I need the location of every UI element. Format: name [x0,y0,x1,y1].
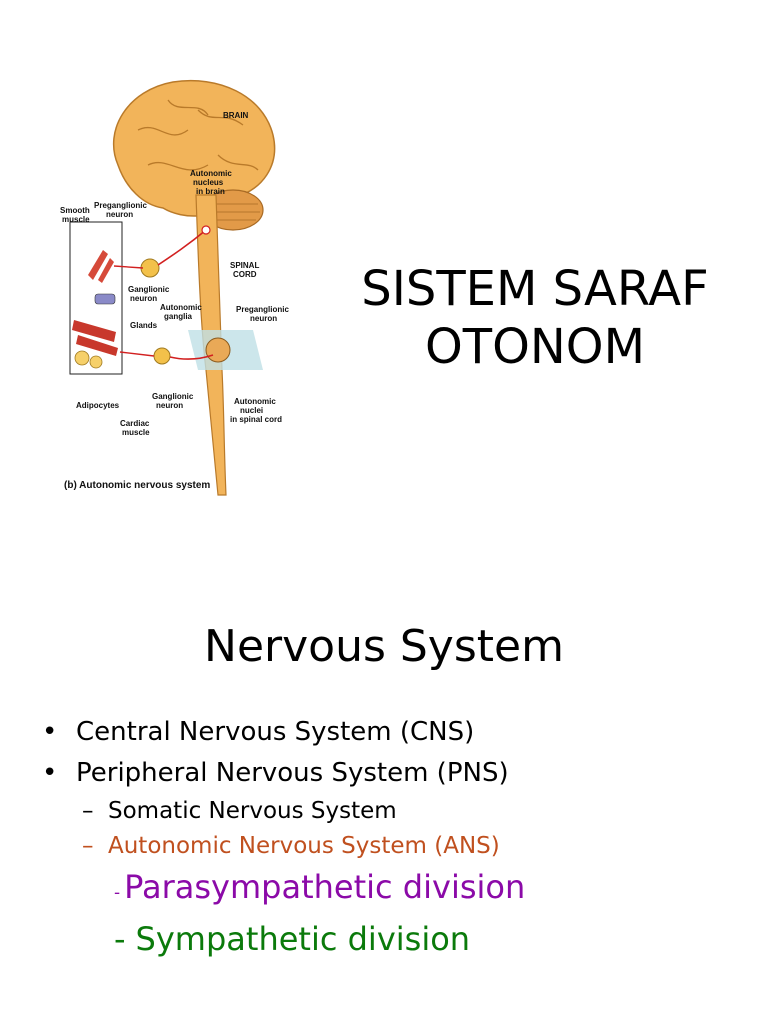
division-parasympathetic: -Parasympathetic division [42,864,742,916]
division-text: Parasympathetic division [124,868,526,906]
label-preganglionic-right-2: neuron [250,314,277,323]
label-autonomic-ganglia-1: Autonomic [160,303,202,312]
sub-bullet-autonomic: – Autonomic Nervous System (ANS) [42,829,742,864]
label-cardiac-muscle-2: muscle [122,428,150,437]
title-line-2: OTONOM [425,319,645,376]
sub-bullet-dash: – [82,833,94,859]
slide-1: BRAIN Autonomic nucleus in brain Smooth … [48,70,740,500]
division-prefix: - [114,883,121,903]
label-autonomic-nuclei-1: Autonomic [234,397,276,406]
label-autonomic-nucleus-2: nucleus [193,178,224,187]
bullet-list: • Central Nervous System (CNS) • Periphe… [42,712,742,968]
bullet-pns: • Peripheral Nervous System (PNS) [42,753,742,794]
label-preganglionic-top-2: neuron [106,210,133,219]
label-autonomic-nucleus-3: in brain [196,187,225,196]
label-ganglionic-bottom-2: neuron [156,401,183,410]
label-preganglionic-right-1: Preganglionic [236,305,289,314]
label-brain: BRAIN [223,111,249,120]
label-spinal-cord-1: SPINAL [230,261,259,270]
sub-bullet-text: Somatic Nervous System [108,798,397,824]
ganglion-bottom [153,347,171,365]
label-autonomic-nuclei-2: nuclei [240,406,263,415]
diagram-svg: BRAIN Autonomic nucleus in brain Smooth … [60,79,289,496]
diagram-caption: (b) Autonomic nervous system [64,480,210,491]
label-smooth-muscle-2: muscle [62,215,90,224]
slide-2: Nervous System • Central Nervous System … [0,512,768,1024]
division-sympathetic: -Sympathetic division [42,916,742,968]
brain-shape [112,79,276,217]
label-glands: Glands [130,321,158,330]
sub-bullet-dash: – [82,798,94,824]
label-cardiac-muscle-1: Cardiac [120,419,150,428]
label-preganglionic-top-1: Preganglionic [94,201,147,210]
bullet-text: Peripheral Nervous System (PNS) [76,758,509,788]
bullet-cns: • Central Nervous System (CNS) [42,712,742,753]
label-autonomic-ganglia-2: ganglia [164,312,193,321]
label-spinal-cord-2: CORD [233,270,257,279]
label-ganglionic-top-2: neuron [130,294,157,303]
slide-2-title: Nervous System [204,621,564,672]
spinal-section [205,337,231,363]
sub-bullet-text: Autonomic Nervous System (ANS) [108,833,500,859]
bullet-text: Central Nervous System (CNS) [76,717,475,747]
bullet-dot: • [42,717,58,747]
title-line-1: SISTEM SARAF [361,261,709,318]
label-smooth-muscle-1: Smooth [60,206,90,215]
label-adipocytes: Adipocytes [76,401,120,410]
sub-bullet-somatic: – Somatic Nervous System [42,794,742,829]
slide-1-title: SISTEM SARAF OTONOM [330,260,740,376]
label-ganglionic-bottom-1: Ganglionic [152,392,194,401]
label-ganglionic-top-1: Ganglionic [128,285,170,294]
ganglion-top [140,258,160,278]
division-prefix: - [114,920,126,958]
label-autonomic-nucleus-1: Autonomic [190,169,232,178]
division-text: Sympathetic division [135,920,471,958]
label-autonomic-nuclei-3: in spinal cord [230,415,282,424]
autonomic-nervous-system-diagram: BRAIN Autonomic nucleus in brain Smooth … [48,70,308,500]
bullet-dot: • [42,758,58,788]
